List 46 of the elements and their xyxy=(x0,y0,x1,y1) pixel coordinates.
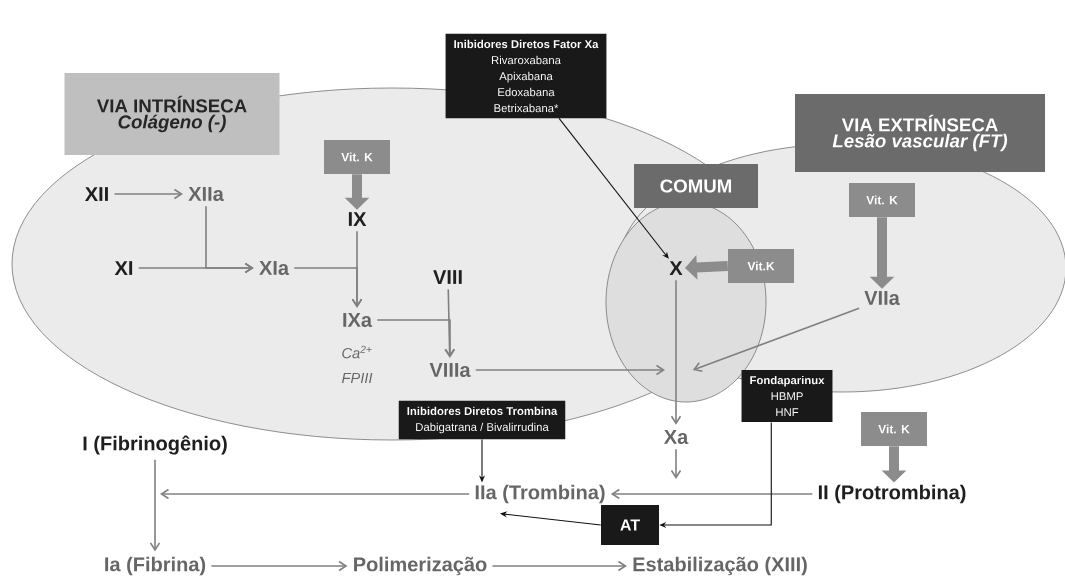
factor-label: IXa xyxy=(343,313,373,327)
factor-label: XIIa xyxy=(188,187,224,201)
pathway-label-box: VIA EXTRÍNSECA Lesão vascular (FT) xyxy=(795,94,1045,172)
factor-label: IIa (Trombina) xyxy=(475,484,605,504)
factor-label: VIIIa xyxy=(429,363,471,377)
arrow xyxy=(491,560,627,572)
factor-label: IX xyxy=(348,212,367,226)
factor-label: XIa xyxy=(259,261,290,275)
factor-label: VIIa xyxy=(864,291,900,305)
factor-label: XII xyxy=(84,187,108,201)
arrow xyxy=(376,319,456,358)
factor-label: XI xyxy=(114,261,133,275)
arrow xyxy=(610,488,814,500)
cofactor-label: Ca$^{2+}$ xyxy=(342,345,372,359)
vitamin-box: Vit.K xyxy=(728,249,794,283)
inhibitor-box: Inibidores Diretos Trombina Dabigatrana / Bivalirrudina xyxy=(398,400,566,440)
arrow xyxy=(558,117,669,259)
arrow xyxy=(444,288,455,358)
arrow xyxy=(475,364,665,376)
inhibitor-box: Fondaparinux HBMP HNF xyxy=(741,369,833,423)
factor-label: Ia (Fibrina) xyxy=(105,556,206,576)
vitamin-box: Vit. K xyxy=(861,412,927,446)
factor-label: VIII xyxy=(433,270,462,284)
arrow xyxy=(113,188,183,200)
arrow xyxy=(160,488,470,500)
arrow xyxy=(670,448,682,479)
arrow xyxy=(351,230,363,308)
factor-label: I (Fibrinogênio) xyxy=(83,435,227,455)
pathway-label-box: VIA INTRÍNSECA Colágeno (-) xyxy=(64,73,280,155)
factor-label: X xyxy=(669,261,683,275)
vitamin-box: Vit. K xyxy=(849,183,915,217)
vitamin-box: Vit. K xyxy=(324,140,390,174)
arrow xyxy=(137,262,254,274)
antithrombin-box: AT xyxy=(601,505,659,545)
arrow xyxy=(670,279,682,425)
factor-label: Estabilização (XIII) xyxy=(633,556,807,576)
factor-label: Xa xyxy=(663,430,689,444)
arrow xyxy=(500,511,602,526)
arrow xyxy=(149,459,161,552)
inhibitor-box: Inibidores Diretos Fator Xa Rivaroxabana Apixabana Edoxabana Betrixabana* xyxy=(445,33,607,119)
factor-label: II (Protrombina) xyxy=(818,484,966,504)
pathway-label-box: COMUM xyxy=(634,164,758,208)
arrow xyxy=(210,560,348,572)
cofactor-label: FPIII xyxy=(342,372,373,384)
factor-label: Polimerização xyxy=(354,556,487,576)
arrow xyxy=(692,307,860,373)
